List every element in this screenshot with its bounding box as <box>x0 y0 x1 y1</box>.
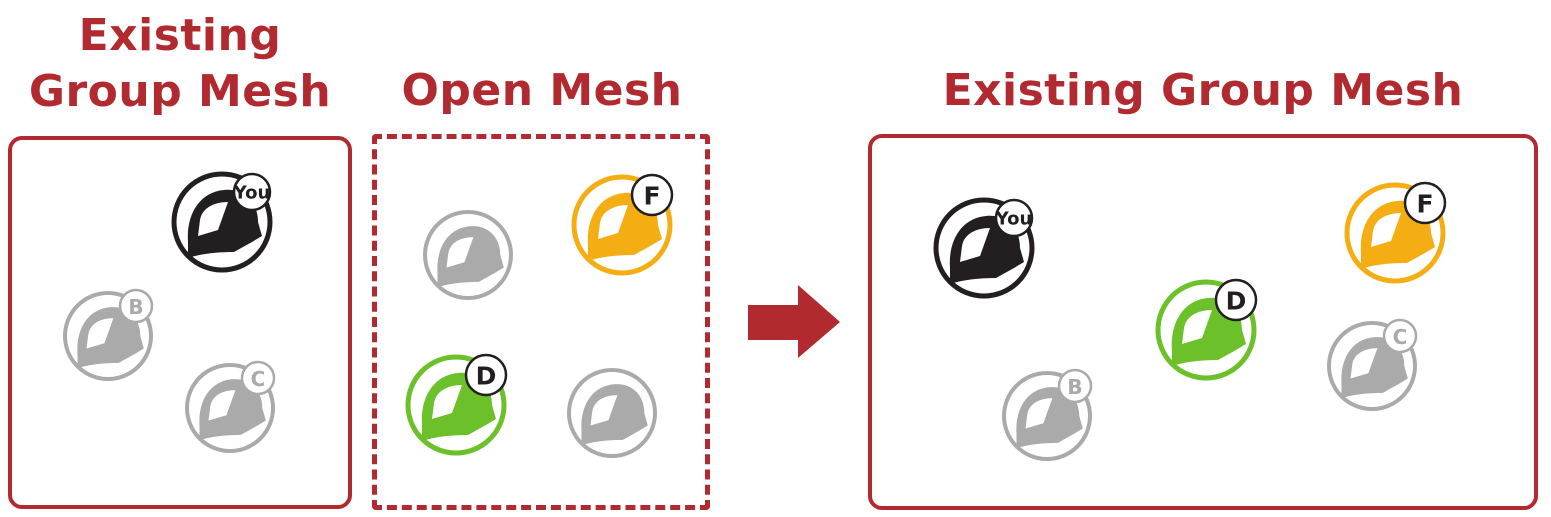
rider-left-b: B <box>63 288 154 381</box>
rider-badge: F <box>630 173 674 217</box>
rider-middle-f: F <box>571 173 674 276</box>
left-title-line-2: Group Mesh <box>28 66 332 117</box>
helmet-icon <box>581 384 648 446</box>
rider-badge-label: B <box>128 295 143 319</box>
rider-middle-unlabeled-3 <box>567 368 657 458</box>
existing-group-mesh-panel-left <box>8 136 352 509</box>
rider-badge-label: D <box>1226 287 1247 316</box>
rider-left-c: C <box>185 360 276 453</box>
rider-right-c: C <box>1327 318 1418 411</box>
rider-right-d: D <box>1155 278 1258 381</box>
rider-badge: C <box>240 360 276 396</box>
rider-badge: B <box>1057 368 1093 404</box>
middle-panel-title: Open Mesh <box>401 65 683 116</box>
helmet-icon <box>77 307 144 369</box>
rider-badge: You <box>233 172 272 212</box>
helmet-icon <box>199 379 266 441</box>
rider-badge: D <box>464 353 508 397</box>
rider-badge-label: F <box>1416 190 1433 219</box>
rider-badge-label: C <box>1393 325 1408 349</box>
rider-left-you: You <box>171 171 273 273</box>
helmet-icon <box>1016 387 1083 449</box>
left-panel-title: Existing Group Mesh <box>10 8 350 120</box>
rider-badge: You <box>995 198 1034 238</box>
rider-middle-d: D <box>405 353 508 456</box>
rider-badge-label: You <box>233 183 271 204</box>
rider-badge-label: F <box>643 182 660 211</box>
rider-badge: D <box>1214 278 1258 322</box>
rider-badge-label: B <box>1067 375 1082 399</box>
rider-right-b: B <box>1002 368 1093 461</box>
open-mesh-panel <box>372 134 710 510</box>
rider-badge-label: D <box>476 362 497 391</box>
rider-middle-unlabeled-0 <box>423 210 513 300</box>
helmet-icon <box>437 226 504 288</box>
right-panel-title: Existing Group Mesh <box>942 65 1464 116</box>
rider-badge: F <box>1403 181 1447 225</box>
rider-badge: B <box>118 288 154 324</box>
rider-badge-label: C <box>251 367 266 391</box>
rider-right-f: F <box>1344 181 1447 284</box>
helmet-icon <box>1341 337 1408 399</box>
rider-right-you: You <box>933 197 1035 299</box>
existing-group-mesh-panel-right <box>868 134 1538 510</box>
rider-badge: C <box>1382 318 1418 354</box>
arrow-right-icon <box>748 285 840 358</box>
left-title-line-1: Existing <box>78 10 282 61</box>
rider-badge-label: You <box>995 209 1033 230</box>
